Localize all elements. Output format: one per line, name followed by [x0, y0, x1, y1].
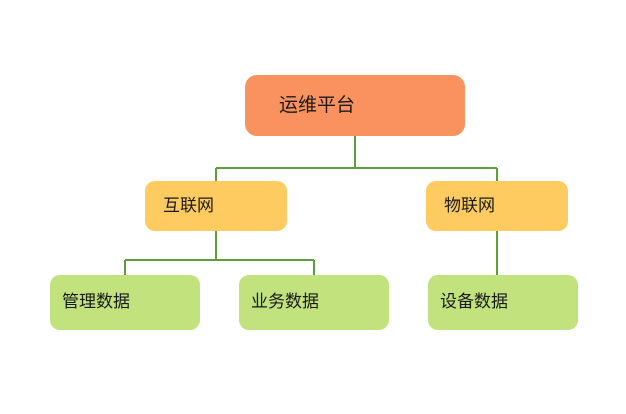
node-management-data-label: 管理数据 — [62, 292, 130, 313]
node-root-label: 运维平台 — [279, 94, 356, 117]
node-root[interactable]: 运维平台 — [245, 75, 465, 136]
node-iot-label: 物联网 — [444, 195, 495, 216]
node-device-data[interactable]: 设备数据 — [428, 275, 578, 330]
node-internet[interactable]: 互联网 — [145, 181, 287, 231]
node-business-data-label: 业务数据 — [251, 292, 319, 313]
node-business-data[interactable]: 业务数据 — [239, 275, 389, 330]
node-device-data-label: 设备数据 — [440, 292, 508, 313]
node-management-data[interactable]: 管理数据 — [50, 275, 200, 330]
node-internet-label: 互联网 — [163, 195, 214, 216]
node-iot[interactable]: 物联网 — [426, 181, 568, 231]
